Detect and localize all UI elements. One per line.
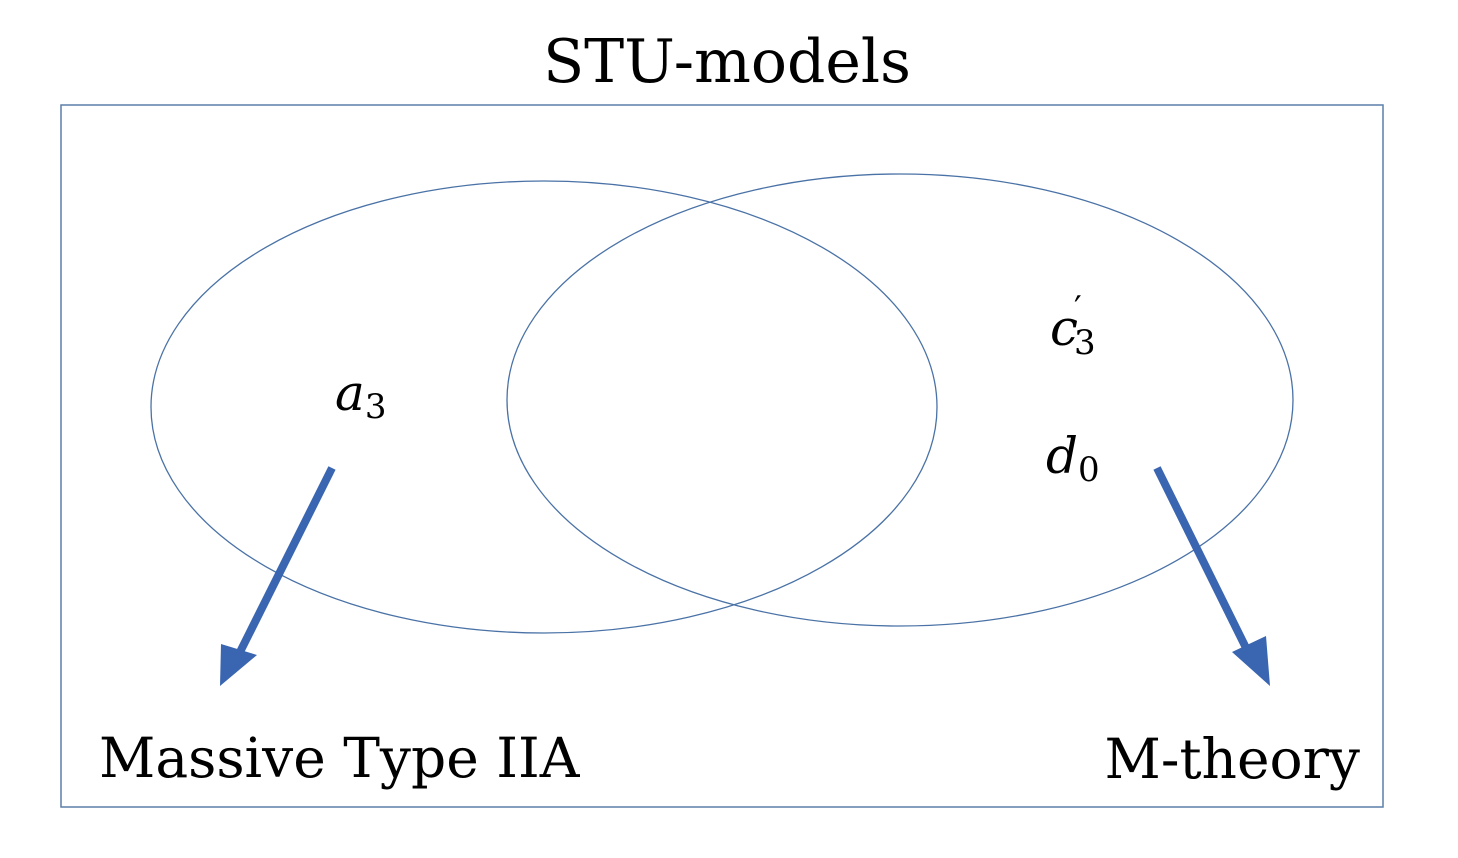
right-variable-c-subscript: 3 [1074, 323, 1096, 363]
right-arrow-head [1232, 636, 1270, 686]
right-variable-d-subscript: 0 [1078, 450, 1100, 490]
left-variable-base: a [335, 364, 365, 422]
right-variable-c-base: c [1050, 299, 1078, 357]
left-variable: a3 [335, 364, 386, 427]
left-set-ellipse [150, 180, 938, 634]
left-arrow-shaft [232, 466, 336, 662]
right-variable-d: d0 [1046, 427, 1100, 490]
right-target-label: M-theory [1105, 727, 1360, 791]
right-arrow-shaft [1153, 466, 1256, 662]
outer-frame [60, 104, 1384, 808]
right-variable-c: c ′ 3 [1050, 289, 1096, 363]
right-variable-d-base: d [1046, 427, 1078, 485]
right-set-ellipse [506, 173, 1294, 627]
left-arrow-head [220, 644, 257, 686]
left-target-label: Massive Type IIA [99, 726, 581, 790]
right-variable-c-prime: ′ [1074, 289, 1082, 329]
left-variable-subscript: 3 [365, 387, 387, 427]
diagram-title: STU-models [543, 27, 911, 97]
